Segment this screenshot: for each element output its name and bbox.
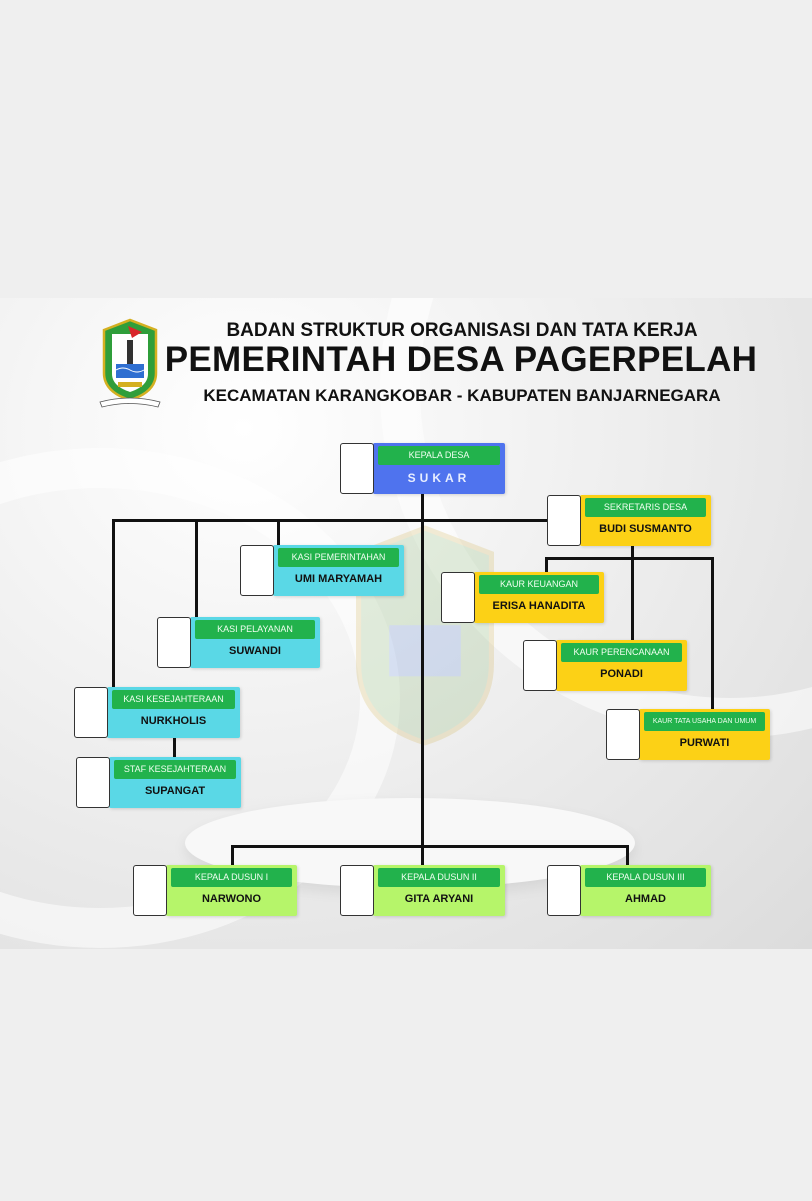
node-name: BUDI SUSMANTO — [599, 523, 692, 535]
node-kasi-pemerintahan: KASI PEMERINTAHAN UMI MARYAMAH — [240, 545, 404, 596]
node-kaur-tata-usaha: KAUR TATA USAHA DAN UMUM PURWATI — [606, 709, 770, 760]
connector-line — [277, 519, 280, 546]
node-title: KAUR PERENCANAAN — [561, 643, 682, 662]
node-kasi-pelayanan: KASI PELAYANAN SUWANDI — [157, 617, 320, 668]
node-name: NARWONO — [201, 893, 262, 905]
connector-line — [545, 557, 548, 573]
node-sekretaris-desa: SEKRETARIS DESA BUDI SUSMANTO — [547, 495, 711, 546]
node-kaur-perencanaan: KAUR PERENCANAAN PONADI — [523, 640, 687, 691]
node-name: PONADI — [600, 668, 643, 680]
header-location: KECAMATAN KARANGKOBAR - KABUPATEN BANJAR… — [203, 386, 721, 405]
connector-line — [421, 494, 424, 866]
connector-line — [173, 736, 176, 758]
node-title: KASI PEMERINTAHAN — [278, 548, 399, 567]
connector-line — [231, 845, 234, 866]
photo-placeholder — [76, 757, 110, 808]
node-name: UMI MARYAMAH — [294, 573, 383, 585]
photo-placeholder — [157, 617, 191, 668]
node-staf-kesejahteraan: STAF KESEJAHTERAAN SUPANGAT — [76, 757, 241, 808]
node-name: PURWATI — [679, 737, 730, 749]
photo-placeholder — [547, 865, 581, 916]
photo-placeholder — [340, 443, 374, 494]
connector-line — [195, 519, 198, 618]
photo-placeholder — [133, 865, 167, 916]
photo-placeholder — [441, 572, 475, 623]
photo-placeholder — [606, 709, 640, 760]
header-subtitle: BADAN STRUKTUR ORGANISASI DAN TATA KERJA — [226, 320, 698, 341]
node-title: KAUR TATA USAHA DAN UMUM — [644, 712, 765, 731]
photo-placeholder — [523, 640, 557, 691]
org-chart-poster: BADAN STRUKTUR ORGANISASI DAN TATA KERJA… — [0, 298, 812, 949]
photo-placeholder — [340, 865, 374, 916]
connector-line — [112, 519, 115, 688]
photo-placeholder — [74, 687, 108, 738]
node-title: KEPALA DESA — [378, 446, 500, 465]
connector-line — [631, 546, 634, 641]
node-title: STAF KESEJAHTERAAN — [114, 760, 236, 779]
node-name: SUWANDI — [229, 645, 281, 657]
node-title: KEPALA DUSUN I — [171, 868, 292, 887]
node-name: SUKAR — [407, 471, 471, 485]
connector-line — [112, 519, 548, 522]
node-title: KEPALA DUSUN II — [378, 868, 500, 887]
photo-placeholder — [547, 495, 581, 546]
connector-line — [711, 557, 714, 710]
node-kepala-dusun-2: KEPALA DUSUN II GITA ARYANI — [340, 865, 505, 916]
regency-emblem-logo — [99, 318, 161, 408]
node-title: KAUR KEUANGAN — [479, 575, 599, 594]
node-kaur-keuangan: KAUR KEUANGAN ERISA HANADITA — [441, 572, 604, 623]
node-kepala-dusun-1: KEPALA DUSUN I NARWONO — [133, 865, 297, 916]
page-title: PEMERINTAH DESA PAGERPELAH — [164, 340, 758, 379]
connector-line — [545, 557, 714, 560]
node-name: AHMAD — [625, 893, 666, 905]
node-kepala-desa: KEPALA DESA SUKAR — [340, 443, 505, 494]
node-title: SEKRETARIS DESA — [585, 498, 706, 517]
photo-placeholder — [240, 545, 274, 596]
node-name: SUPANGAT — [144, 785, 206, 797]
node-name: NURKHOLIS — [140, 715, 207, 727]
node-title: KASI PELAYANAN — [195, 620, 315, 639]
connector-line — [626, 845, 629, 866]
node-title: KEPALA DUSUN III — [585, 868, 706, 887]
node-name: ERISA HANADITA — [492, 600, 586, 612]
node-kasi-kesejahteraan: KASI KESEJAHTERAAN NURKHOLIS — [74, 687, 240, 738]
node-kepala-dusun-3: KEPALA DUSUN III AHMAD — [547, 865, 711, 916]
connector-line — [231, 845, 629, 848]
node-name: GITA ARYANI — [404, 893, 474, 905]
node-title: KASI KESEJAHTERAAN — [112, 690, 235, 709]
